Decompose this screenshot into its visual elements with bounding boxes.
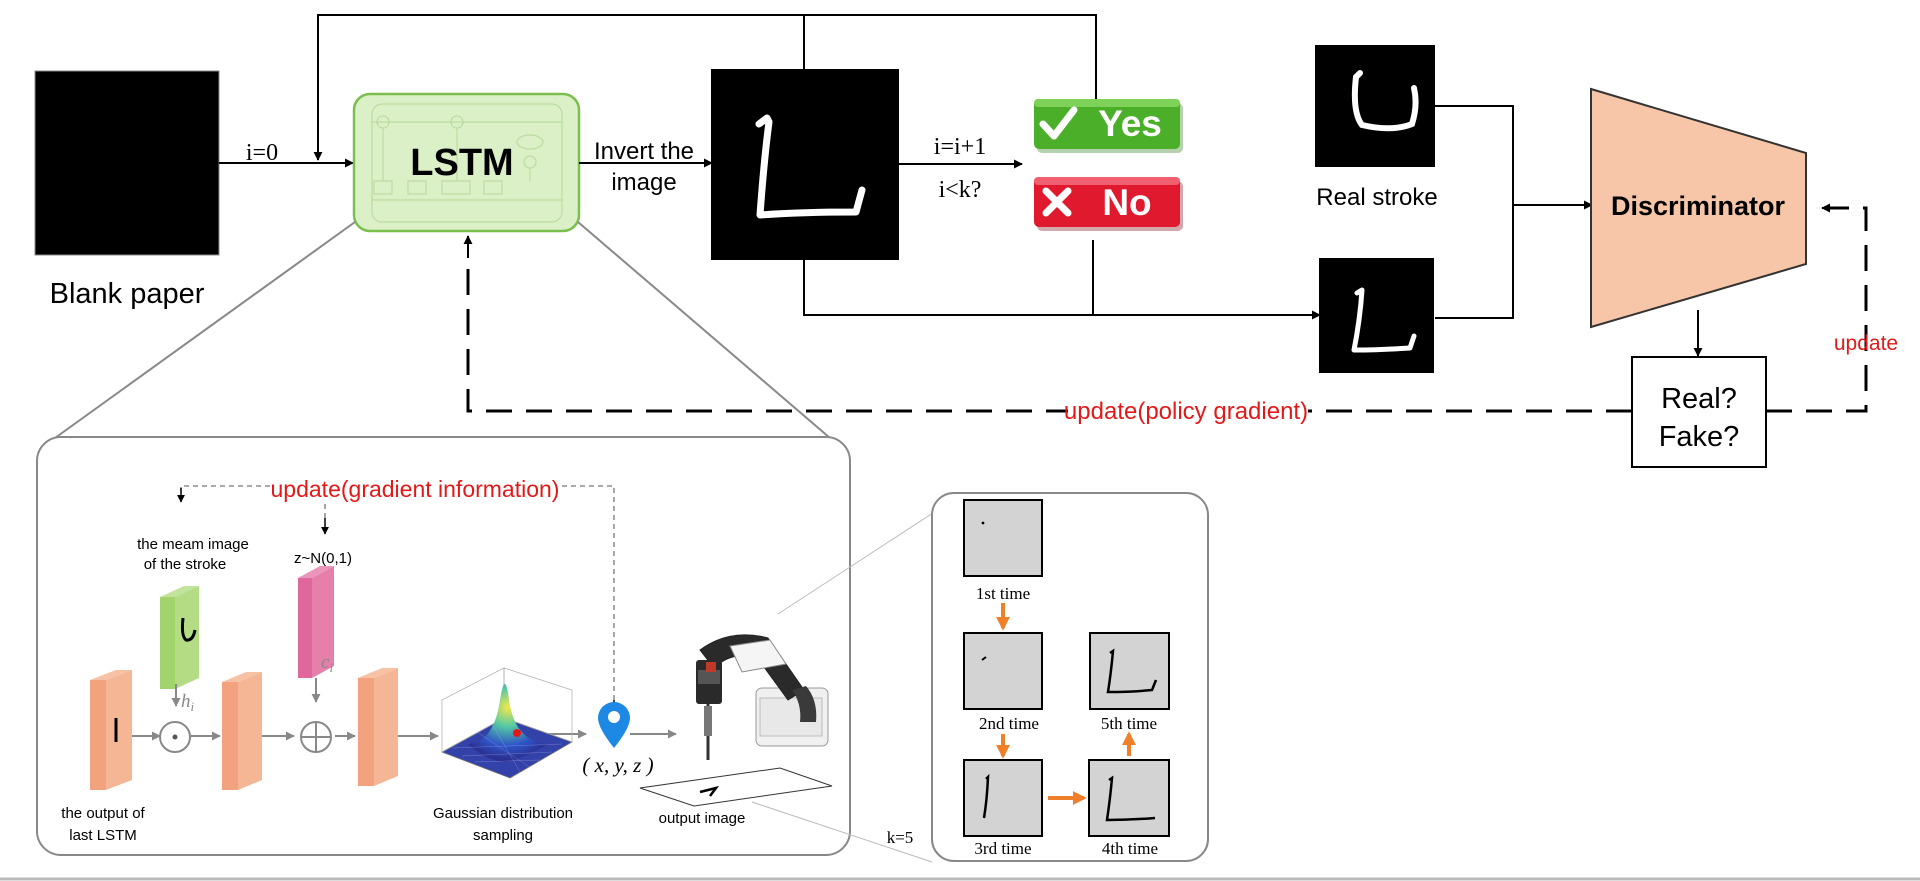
output-last-lstm-line2: last LSTM (69, 827, 137, 844)
z-distribution-label: z~N(0,1) (294, 550, 352, 567)
step-2-label: 2nd time (979, 714, 1039, 733)
discriminator-label: Discriminator (1611, 191, 1786, 221)
increment-label: i=i+1 (934, 134, 986, 160)
real-stroke-image (1315, 45, 1435, 167)
k-value-label: k=5 (887, 828, 914, 847)
update-policy-gradient-label: update(policy gradient) (1064, 398, 1308, 425)
update-gradient-info-label: update(gradient information) (271, 476, 560, 502)
output-image-label: output image (659, 810, 746, 827)
step-2-image (963, 632, 1043, 710)
no-path (803, 240, 1318, 316)
robot-arm-icon (639, 634, 833, 807)
no-label: No (1102, 182, 1151, 223)
real-fake-box (1631, 356, 1767, 468)
fake-stroke-image (1319, 258, 1434, 373)
lstm-block: LSTM (352, 92, 581, 233)
yes-label: Yes (1098, 103, 1162, 144)
mean-image-label-line1: the meam image (137, 536, 249, 553)
gaussian-label-line2: sampling (473, 827, 533, 844)
xyz-label: ( x, y, z ) (582, 753, 653, 777)
fake-question: Fake? (1659, 421, 1740, 453)
update-loop-discriminator (1766, 206, 1868, 413)
step-3-label: 3rd time (974, 839, 1031, 858)
generated-stroke-image (711, 69, 899, 260)
i-zero-label: i=0 (246, 140, 278, 166)
step-1-label: 1st time (976, 584, 1030, 603)
zoom-lines (54, 221, 831, 439)
update-loop-generator (466, 256, 1632, 413)
gaussian-label-line1: Gaussian distribution (433, 805, 573, 822)
step-4-label: 4th time (1102, 839, 1158, 858)
yes-badge: Yes (1034, 99, 1183, 153)
invert-label-line2: image (611, 169, 676, 196)
location-pin-icon (598, 702, 630, 748)
lstm-label: LSTM (410, 142, 513, 184)
feedback-loop (317, 14, 1097, 158)
blank-paper-label: Blank paper (50, 278, 205, 310)
c-label: ci (321, 652, 333, 675)
no-badge: No (1034, 177, 1183, 231)
dot-operator (159, 721, 191, 753)
discriminator-inputs (1435, 105, 1590, 319)
step-1-image (963, 499, 1043, 577)
h-label: hi (181, 691, 195, 714)
condition-label: i<k? (939, 177, 982, 203)
output-last-lstm-line1: the output of (61, 805, 145, 822)
real-stroke-label: Real stroke (1316, 184, 1437, 211)
invert-label-line1: Invert the (594, 138, 694, 165)
layer-after-plus (358, 668, 398, 786)
check-icon (1039, 106, 1078, 140)
close-icon (1042, 187, 1072, 217)
discriminator-block: Discriminator (1590, 87, 1807, 329)
layer-output-last-lstm (90, 670, 132, 790)
step-3-image (963, 759, 1043, 837)
mean-image-label-line2: of the stroke (144, 556, 227, 573)
gaussian-surface-plot (441, 667, 573, 779)
step-5-label: 5th time (1101, 714, 1157, 733)
plus-operator (300, 721, 332, 753)
step-4-image (1088, 759, 1170, 837)
step-arrows (996, 603, 1136, 805)
layer-mean-image (160, 586, 199, 689)
layer-z-noise (298, 566, 334, 678)
blank-paper-image (34, 70, 220, 256)
layer-after-dot (222, 672, 262, 790)
real-question: Real? (1661, 383, 1737, 415)
update-label: update (1834, 332, 1898, 355)
step-5-image (1089, 632, 1170, 710)
